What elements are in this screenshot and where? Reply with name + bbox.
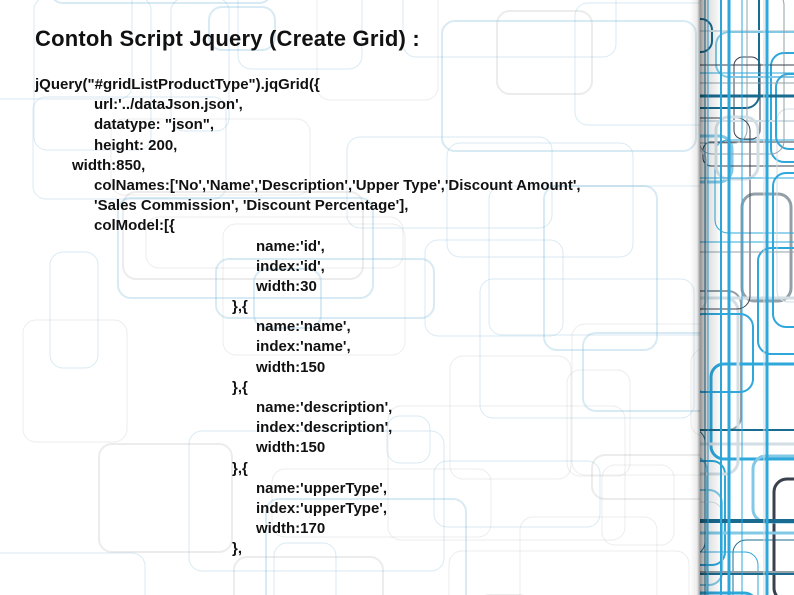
code-line: width:30: [256, 277, 317, 295]
code-line: name:'name',: [256, 318, 351, 336]
code-line: },{: [232, 459, 248, 477]
code-line: },: [232, 540, 243, 558]
code-line: colNames:['No','Name','Description','Upp…: [94, 176, 581, 194]
code-line: width:150: [256, 358, 326, 376]
code-line: width:170: [256, 520, 326, 538]
code-line: index:'description',: [256, 419, 393, 437]
code-line: },{: [232, 298, 248, 316]
code-line: colModel:[{: [94, 217, 175, 235]
code-line: name:'description',: [256, 399, 393, 416]
code-line: datatype: "json",: [94, 116, 215, 134]
code-line: index:'upperType',: [256, 499, 388, 517]
code-line: },{: [232, 378, 248, 396]
code-line: 'Sales Commission', 'Discount Percentage…: [94, 197, 409, 215]
code-line: height: 200,: [94, 136, 178, 154]
code-line: index:'name',: [256, 338, 351, 356]
slide-title: Contoh Script Jquery (Create Grid) :: [35, 26, 420, 51]
code-line: width:850,: [72, 156, 146, 174]
slide-content: Contoh Script Jquery (Create Grid) : jQu…: [35, 26, 695, 560]
code-line: index:'id',: [256, 257, 325, 275]
code-line: name:'id',: [256, 237, 325, 255]
circuit-pattern-strip: [700, 0, 794, 595]
code-line: jQuery("#gridListProductType").jqGrid({: [35, 76, 320, 93]
code-line: url:'../dataJson.json',: [94, 96, 243, 114]
code-line: width:150: [256, 439, 326, 457]
code-block: jQuery("#gridListProductType").jqGrid({ u…: [35, 75, 695, 560]
right-decorative-strip: [700, 0, 794, 595]
code-line: name:'upperType',: [256, 479, 388, 497]
